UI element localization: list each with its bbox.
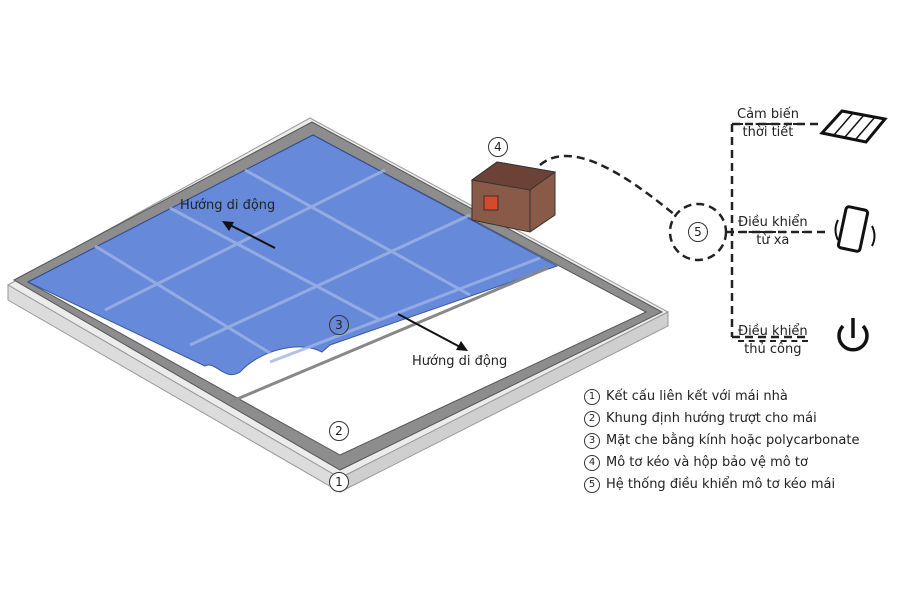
weather-sensor-icon xyxy=(819,109,888,144)
remote-label: Điều khiển từ xa xyxy=(738,215,808,249)
smartphone-icon xyxy=(834,205,876,253)
remote-label-line1: Điều khiển xyxy=(738,215,808,233)
power-icon xyxy=(837,318,869,352)
callout-2: 2 xyxy=(329,421,349,441)
legend-num: 2 xyxy=(584,411,600,427)
legend-item: 1 Kết cấu liên kết với mái nhà xyxy=(584,386,859,408)
guide-rail xyxy=(229,266,549,404)
legend-text: Mặt che bằng kính hoặc polycarbonate xyxy=(606,433,860,448)
legend-text: Khung định hướng trượt cho mái xyxy=(606,411,817,426)
direction-label-left: Hướng di động xyxy=(180,198,276,213)
arrow-right xyxy=(397,313,463,349)
legend-text: Mô tơ kéo và hộp bảo vệ mô tơ xyxy=(606,455,808,470)
remote-label-line2: từ xa xyxy=(756,233,790,248)
sensor-label: Cảm biến thời tiết xyxy=(737,107,799,141)
legend-num: 5 xyxy=(584,477,600,493)
legend-item: 3 Mặt che bằng kính hoặc polycarbonate xyxy=(584,430,859,452)
legend: 1 Kết cấu liên kết với mái nhà 2 Khung địn… xyxy=(584,386,859,496)
callout-5: 5 xyxy=(688,222,708,242)
legend-text: Kết cấu liên kết với mái nhà xyxy=(606,389,788,404)
direction-label-right: Hướng di động xyxy=(412,354,508,369)
callout-4: 4 xyxy=(488,137,508,157)
legend-item: 5 Hệ thống điều khiển mô tơ kéo mái xyxy=(584,474,859,496)
legend-text: Hệ thống điều khiển mô tơ kéo mái xyxy=(606,477,836,492)
manual-label-line2: thủ công xyxy=(744,342,802,357)
legend-num: 1 xyxy=(584,389,600,405)
callout-3: 3 xyxy=(329,315,349,335)
sensor-label-line2: thời tiết xyxy=(742,125,794,140)
legend-item: 4 Mô tơ kéo và hộp bảo vệ mô tơ xyxy=(584,452,859,474)
glass-cover xyxy=(26,134,559,375)
manual-label: Điều khiển thủ công xyxy=(738,324,808,358)
arrow-left xyxy=(227,223,276,249)
callout-1: 1 xyxy=(329,472,349,492)
legend-num: 3 xyxy=(584,433,600,449)
glass-grid xyxy=(94,168,541,364)
manual-label-line1: Điều khiển xyxy=(738,324,808,342)
legend-num: 4 xyxy=(584,455,600,471)
sensor-label-line1: Cảm biến xyxy=(737,107,799,125)
legend-item: 2 Khung định hướng trượt cho mái xyxy=(584,408,859,430)
